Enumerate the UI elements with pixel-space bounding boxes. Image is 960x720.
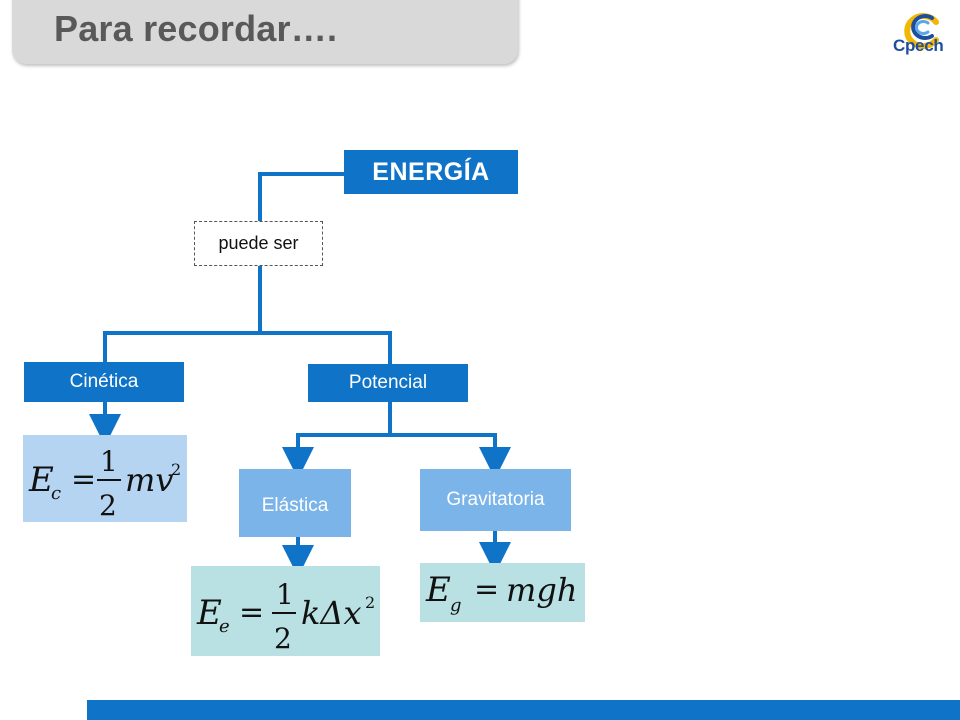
formula-cinetica-sup: 2 [171, 460, 181, 479]
connector-energia-puede [258, 172, 344, 221]
cpech-logo-text: Cpech [893, 36, 944, 55]
formula-elastica-sub: e [219, 616, 230, 637]
formula-cinetica-num: 1 [100, 445, 118, 478]
formula-gravitatoria-equals: = [474, 572, 499, 607]
cpech-logo-icon [904, 13, 939, 49]
connector-split-potencial [260, 331, 392, 364]
formula-elastica-equals: = [239, 595, 264, 630]
formula-elastica-den: 2 [274, 622, 292, 655]
connector-split-cinetica [103, 331, 260, 362]
formula-elastica-num: 1 [276, 578, 294, 611]
formula-elastica-rhs: kΔx [301, 594, 362, 632]
formula-cinetica: E c = 1 2 mv 2 [23, 435, 187, 522]
formula-cinetica-rhs: mv [125, 461, 173, 499]
formula-gravitatoria-rhs: mgh [506, 571, 577, 609]
formula-elastica: E e = 1 2 kΔx 2 [191, 566, 380, 656]
formula-elastica-sup: 2 [365, 593, 375, 612]
title-bar [12, 0, 518, 64]
connector-split-gravitatoria [390, 433, 511, 479]
formula-gravitatoria-lhs: E [425, 570, 451, 610]
node-cinetica: Cinética [24, 362, 184, 402]
node-puede-ser: puede ser [194, 221, 323, 266]
node-potencial: Potencial [308, 364, 468, 402]
node-energia: ENERGÍA [344, 150, 518, 194]
connector-split-elastica [282, 433, 390, 479]
formula-cinetica-den: 2 [99, 489, 117, 522]
formula-cinetica-sub: c [51, 483, 61, 504]
node-gravitatoria: Gravitatoria [420, 469, 571, 531]
formula-elastica-lhs: E [196, 593, 222, 633]
formula-cinetica-equals: = [71, 462, 96, 497]
page-title: Para recordar…. [54, 8, 338, 49]
formula-gravitatoria: E g = mgh [420, 563, 585, 622]
formula-gravitatoria-sub: g [450, 595, 462, 616]
node-elastica: Elástica [239, 469, 351, 537]
footer-bar [87, 700, 960, 720]
formula-cinetica-lhs: E [28, 460, 54, 500]
